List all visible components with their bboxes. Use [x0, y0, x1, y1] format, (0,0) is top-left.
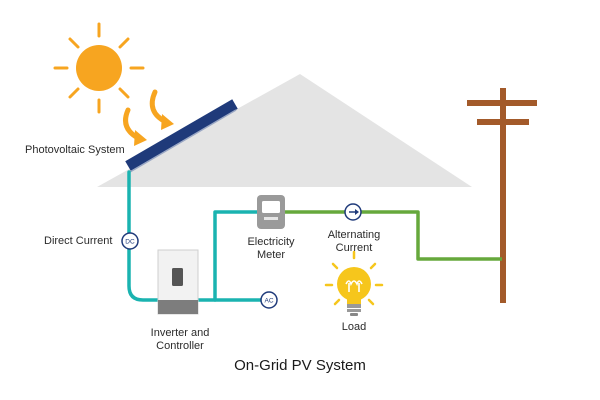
- alternating-current-label: Alternating Current: [316, 229, 392, 255]
- utility-pole-icon: [467, 88, 537, 303]
- electricity-meter-label-line1: Electricity: [247, 236, 295, 248]
- light-bulb-icon: [324, 250, 384, 316]
- alternating-current-label-line1: Alternating: [327, 229, 381, 241]
- electricity-meter-label: Electricity Meter: [236, 236, 306, 262]
- inverter-label-line1: Inverter and: [150, 327, 210, 339]
- solar-panel-icon: [125, 99, 238, 171]
- load-label: Load: [341, 321, 367, 333]
- sun-icon: [53, 22, 145, 114]
- alternating-current-label-line2: Current: [335, 242, 373, 254]
- house-roof: [97, 74, 472, 187]
- photovoltaic-system-label: Photovoltaic System: [25, 144, 125, 156]
- dc-wire: [127, 170, 264, 302]
- arrow-right-icon: [344, 203, 362, 221]
- sun-ray-arrow-icon: [123, 89, 169, 141]
- inverter-label: Inverter and Controller: [140, 327, 220, 353]
- ac-badge-label: AC: [264, 298, 273, 305]
- diagram-title: On-Grid PV System: [234, 357, 366, 374]
- direct-current-label: Direct Current: [44, 235, 113, 247]
- inverter-icon: [157, 249, 199, 315]
- solar-panel-edge: [129, 109, 237, 173]
- sun-ray-arrowhead-icon: [134, 114, 174, 146]
- ac-badge: [260, 291, 278, 309]
- inverter-label-line2: Controller: [156, 340, 204, 352]
- electricity-meter-icon: [257, 195, 285, 229]
- dc-badge: [121, 232, 139, 250]
- dc-badge-label: DC: [125, 239, 135, 246]
- electricity-meter-label-line2: Meter: [256, 249, 286, 261]
